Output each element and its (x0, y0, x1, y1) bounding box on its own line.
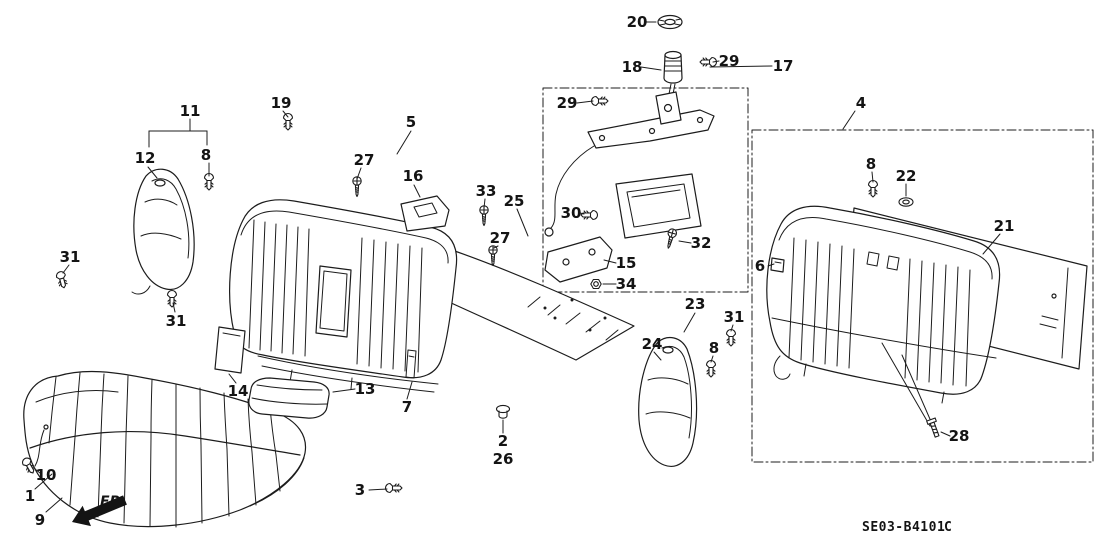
clip-31-c (725, 328, 737, 347)
diagram-code: SE03-B4101 (862, 520, 945, 535)
screw-27-b (488, 245, 498, 267)
frame-slot (405, 349, 417, 379)
bolt-28 (926, 417, 942, 439)
lock-bracket (400, 195, 450, 232)
clip-29-b (590, 95, 609, 107)
clip-31-b (166, 289, 178, 308)
side-bolster-left (131, 168, 195, 295)
clip-3 (384, 482, 403, 494)
seat-cushion (23, 370, 307, 528)
assembly-boundary-seatback-right (751, 129, 1094, 463)
armrest-opening (315, 265, 352, 338)
seat-back-pad (214, 326, 246, 374)
cushion-pleat-lines (48, 372, 281, 528)
diagram-code-block: SE03-B4101 C (862, 520, 952, 535)
assembly-boundary-latch (542, 87, 749, 293)
clip-8-b (867, 179, 879, 198)
latch-cover (615, 173, 702, 239)
seat-back-board (435, 247, 635, 361)
lock-grommet (657, 14, 683, 30)
headrest-guide-slots (866, 251, 900, 271)
clip-8-c (705, 359, 717, 378)
fr-arrow-icon (72, 495, 127, 527)
clip-31-a (54, 270, 70, 290)
seat-back-center (229, 199, 458, 379)
harness-wire (34, 429, 45, 467)
seatback-right-pleat-lines (788, 237, 971, 387)
grommet-2-26 (495, 404, 511, 419)
clip-30 (580, 209, 599, 221)
screw-33 (479, 205, 489, 227)
latch-plate (544, 236, 613, 283)
latch-assembly (544, 14, 715, 283)
headrest-lock (663, 50, 683, 95)
bolt-pointer-lines (881, 342, 934, 427)
lock-mount-plate (655, 91, 682, 125)
armrest (248, 377, 330, 419)
hinge-clip (770, 257, 785, 273)
fr-direction: FR. (72, 494, 127, 527)
grommet-22 (898, 197, 914, 207)
side-bolster-right (638, 336, 698, 467)
diagram-code-suffix: C (944, 520, 952, 535)
seat-back-right (766, 205, 1001, 427)
screw-27-a (352, 176, 362, 198)
release-cable (550, 145, 595, 229)
seatback-pleat-lines (248, 219, 423, 373)
leader-lines (34, 21, 1001, 513)
clip-19 (282, 112, 294, 131)
fr-label: FR. (100, 494, 126, 510)
nut-34 (590, 278, 602, 290)
